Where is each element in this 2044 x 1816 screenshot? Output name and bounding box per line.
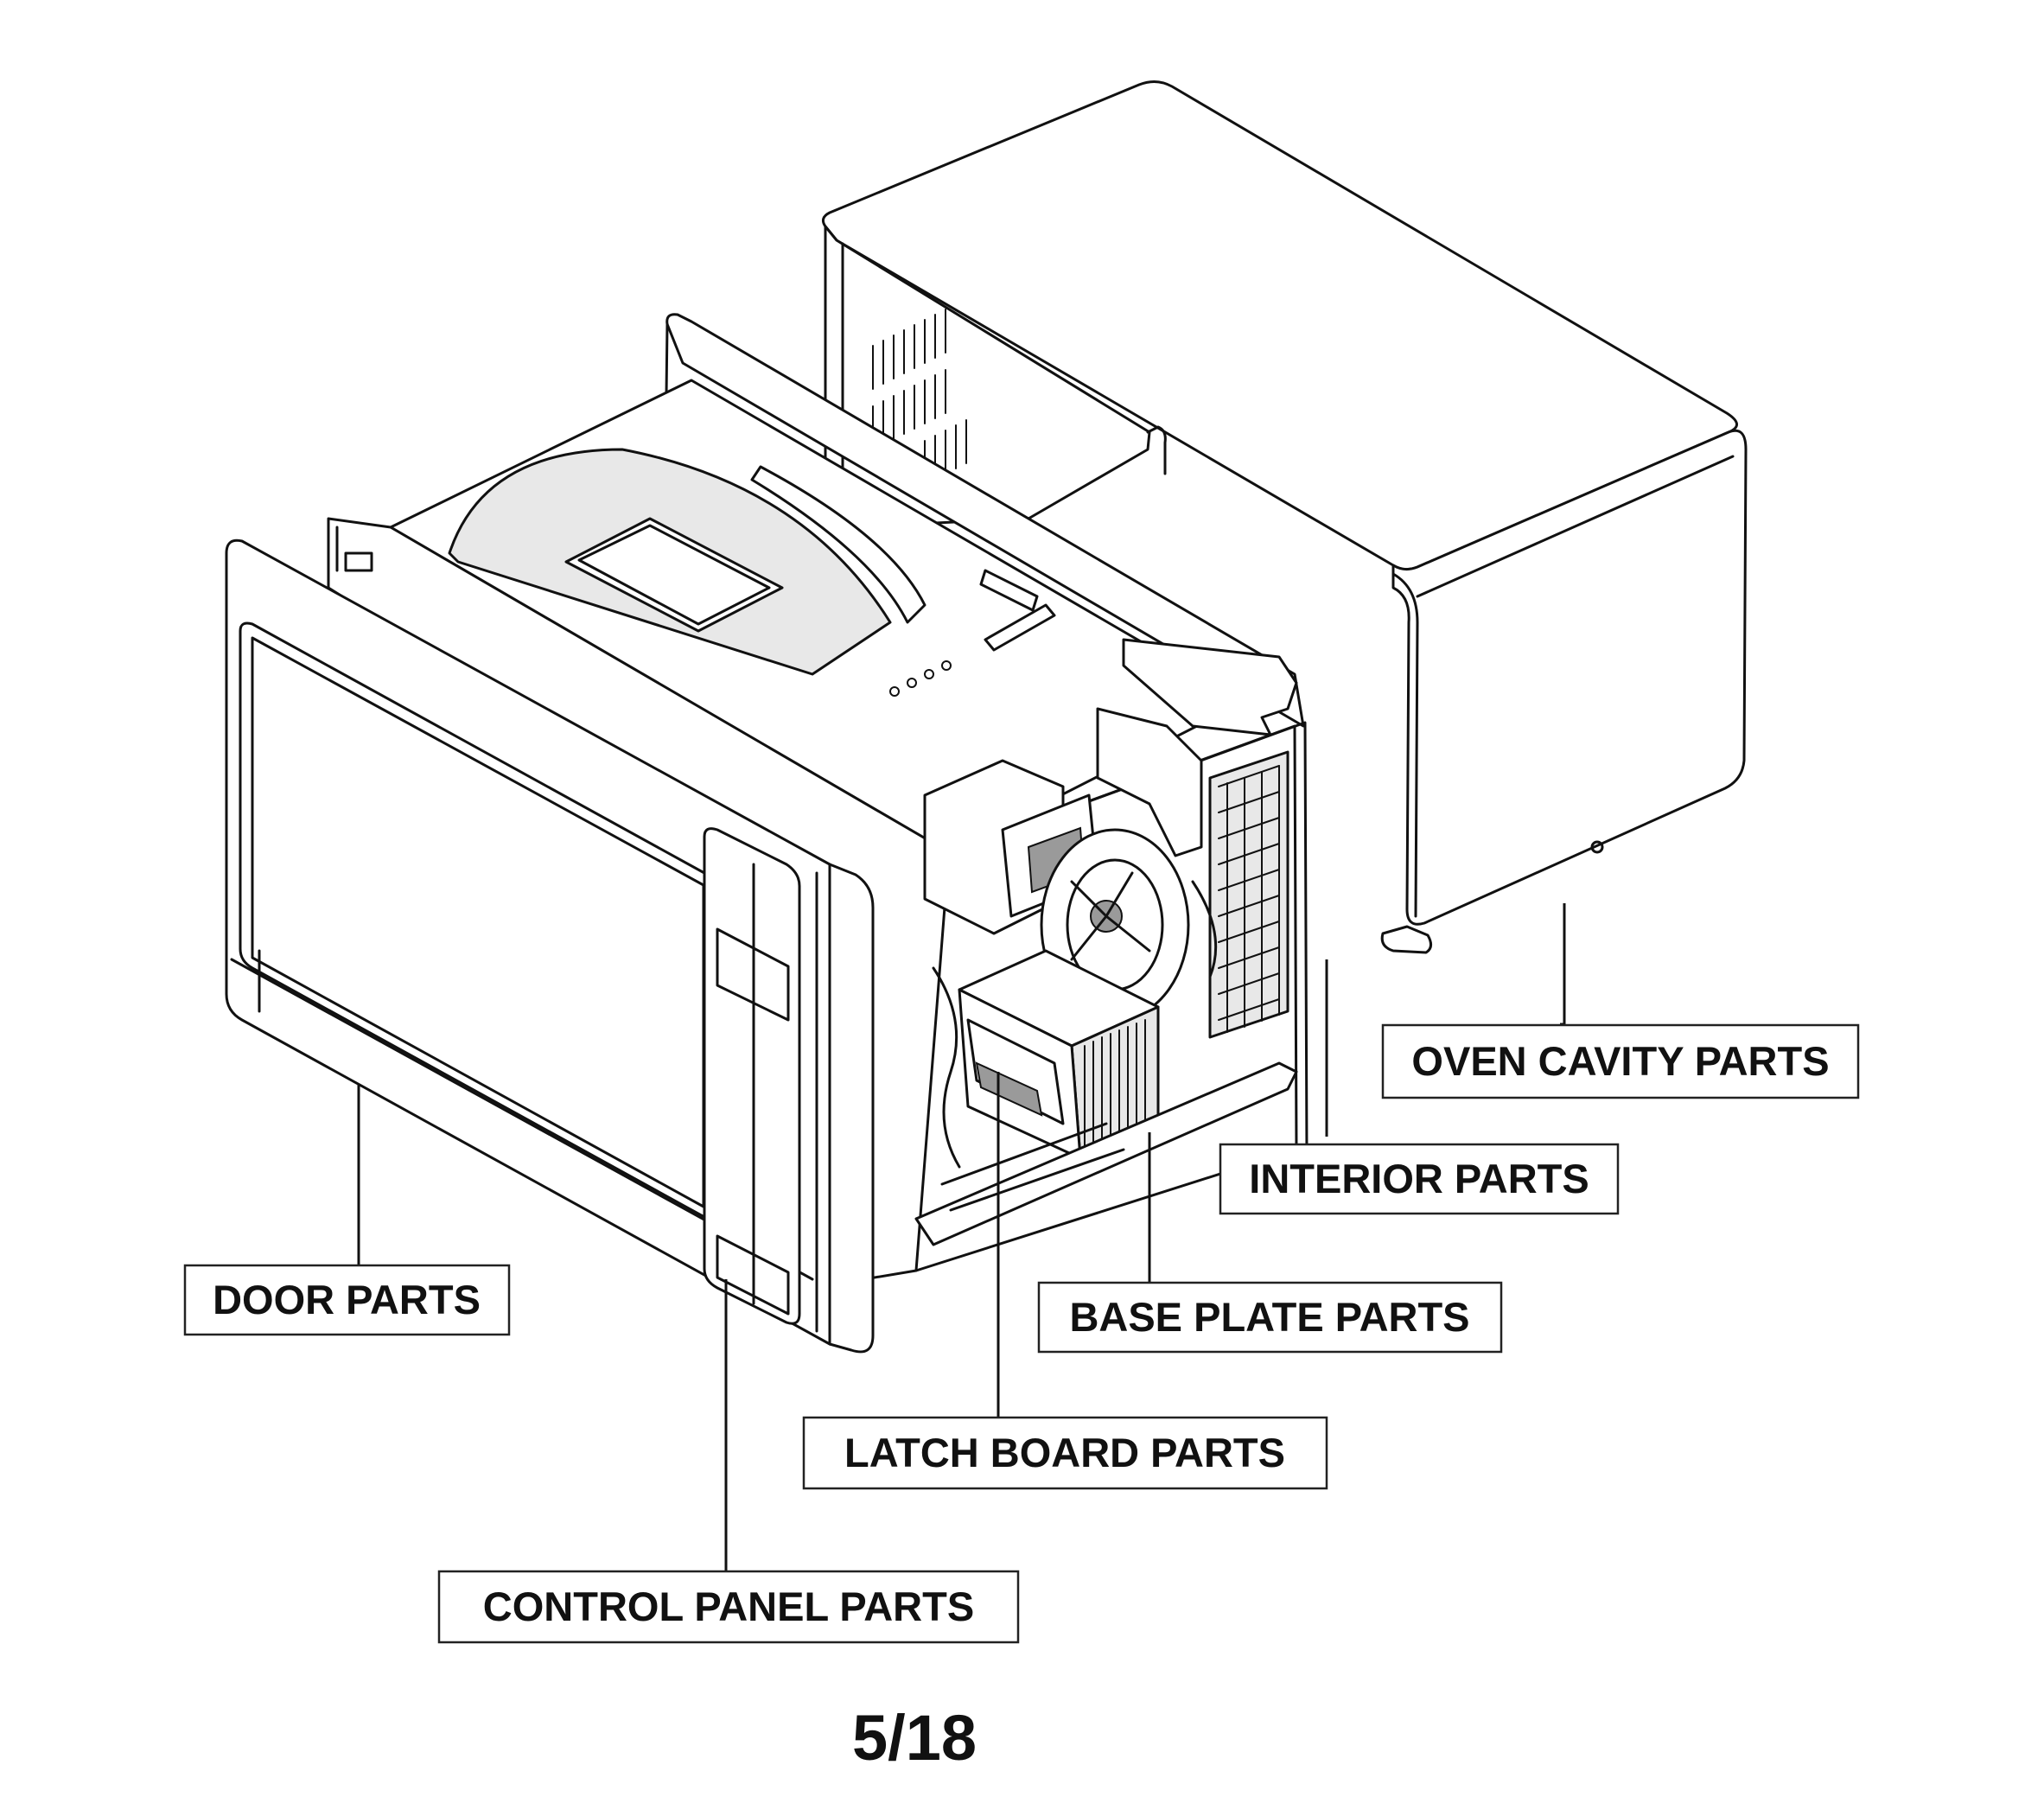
svg-text:INTERIOR PARTS: INTERIOR PARTS xyxy=(1249,1156,1589,1201)
callout-control-panel: CONTROL PANEL PARTS xyxy=(437,1570,1020,1644)
svg-text:LATCH BOARD PARTS: LATCH BOARD PARTS xyxy=(844,1430,1285,1475)
outer-cabinet xyxy=(821,80,1748,954)
leader-lines xyxy=(357,903,1566,1573)
page-number: 5/18 xyxy=(852,1702,977,1774)
door xyxy=(225,538,875,1354)
callout-oven-cavity: OVEN CAVITY PARTS xyxy=(1381,1023,1860,1099)
svg-text:DOOR PARTS: DOOR PARTS xyxy=(213,1277,481,1322)
callout-door: DOOR PARTS xyxy=(183,1264,511,1336)
callout-latch-board: LATCH BOARD PARTS xyxy=(802,1416,1328,1490)
svg-text:CONTROL PANEL PARTS: CONTROL PANEL PARTS xyxy=(483,1583,974,1629)
callout-interior: INTERIOR PARTS xyxy=(1219,1143,1620,1215)
svg-text:BASE PLATE PARTS: BASE PLATE PARTS xyxy=(1069,1294,1469,1340)
oven-chassis xyxy=(327,313,1309,1281)
callout-base-plate: BASE PLATE PARTS xyxy=(1037,1281,1503,1354)
svg-text:OVEN CAVITY PARTS: OVEN CAVITY PARTS xyxy=(1411,1038,1829,1084)
